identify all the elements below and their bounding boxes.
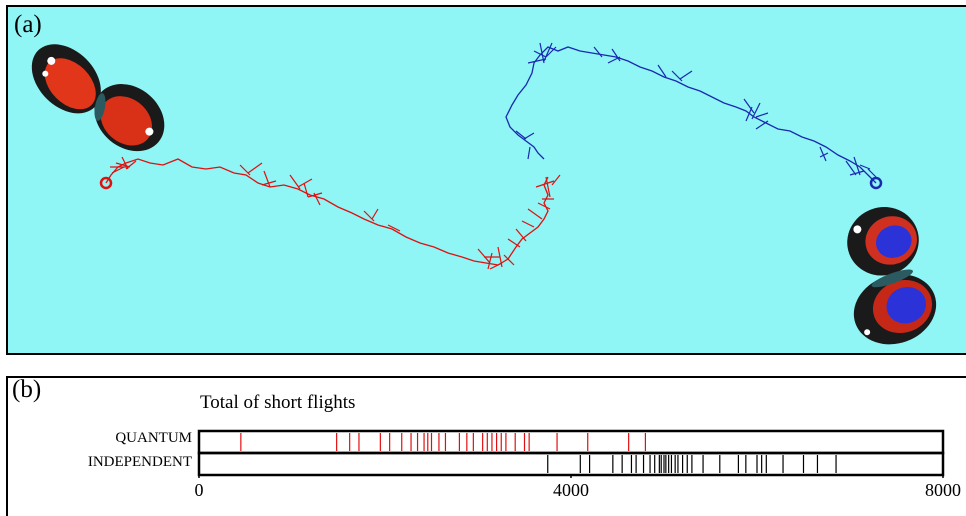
sky-background — [8, 7, 966, 353]
strip-chart — [197, 429, 945, 478]
x-tick-4000: 4000 — [553, 480, 589, 500]
blue-flight-path — [505, 46, 877, 184]
flight-paths-panel: (a) — [6, 5, 966, 355]
blue-start-marker — [869, 176, 883, 190]
row-box-1 — [197, 451, 945, 477]
panel-a-label: (a) — [14, 11, 42, 38]
panel-b-label: (b) — [12, 376, 42, 403]
short-flights-panel: (b) Total of short flights QUANTUM INDEP… — [6, 376, 966, 516]
red-flight-path — [105, 158, 549, 266]
blue-butterfly-icon — [847, 207, 937, 345]
flight-paths-canvas — [8, 7, 966, 353]
red-butterfly-icon — [31, 44, 165, 152]
chart-title: Total of short flights — [200, 392, 356, 413]
row-box-0 — [197, 429, 945, 455]
blue-short-flight-marks — [515, 42, 877, 178]
red-start-marker — [99, 176, 113, 190]
row-label-independent: INDEPENDENT — [87, 454, 192, 470]
red-short-flight-marks — [110, 156, 561, 270]
x-tick-8000: 8000 — [925, 480, 961, 500]
row-label-quantum: QUANTUM — [115, 430, 192, 446]
x-tick-0: 0 — [194, 480, 204, 500]
